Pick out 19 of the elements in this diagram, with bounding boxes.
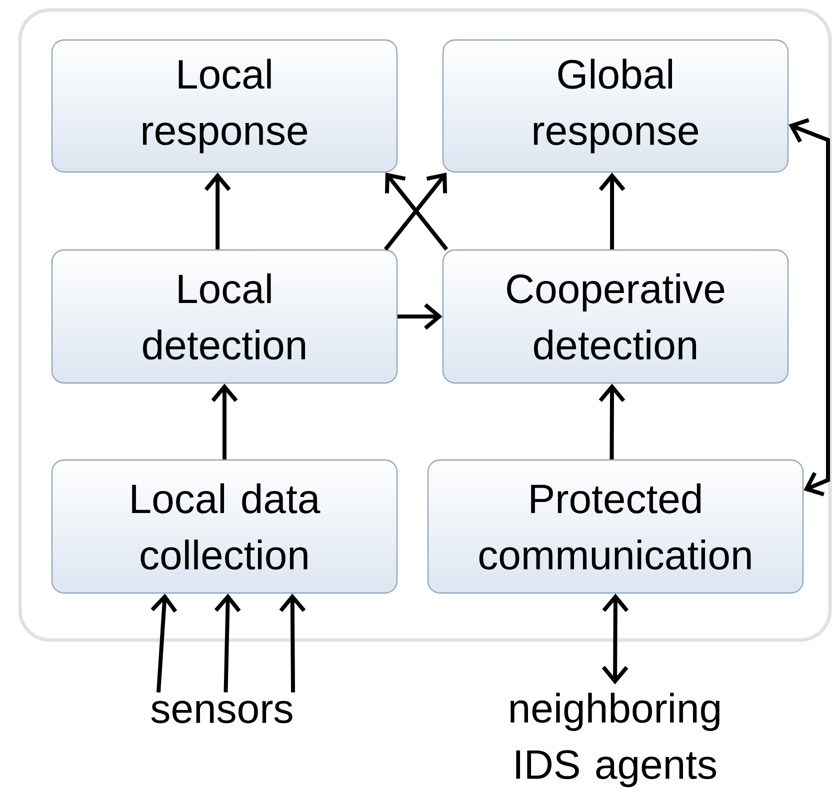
arrow [279, 594, 306, 692]
process-box: Protected communication [427, 459, 804, 594]
container-box [18, 8, 832, 642]
process-box: Local response [51, 39, 398, 173]
process-box: Local detection [51, 249, 398, 384]
arrow [598, 172, 626, 250]
process-box: Local data collection [51, 459, 398, 594]
source-label: sensors [151, 700, 292, 724]
process-box: Cooperative detection [442, 249, 789, 384]
source-label: neighboring IDS agents [510, 692, 720, 788]
arrow [788, 118, 830, 496]
arrow [598, 384, 626, 460]
arrow [204, 172, 231, 250]
arrow [398, 303, 442, 330]
arrow [211, 384, 238, 460]
arrow [214, 594, 241, 692]
arrow [150, 594, 178, 692]
process-box: Global response [442, 39, 789, 173]
arrow [602, 594, 629, 684]
